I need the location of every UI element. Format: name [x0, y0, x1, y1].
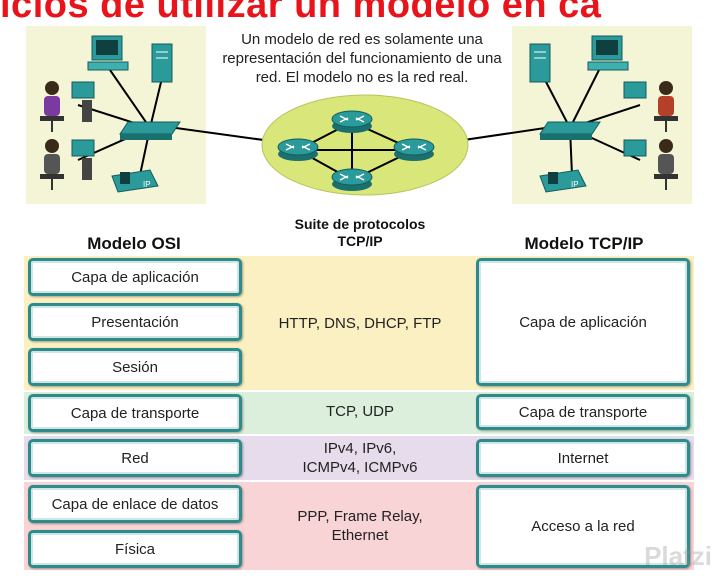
- cloud-shape: [261, 94, 469, 196]
- router-icon: [393, 138, 435, 161]
- computer-icon: [587, 35, 629, 71]
- ip-phone-icon: IP: [111, 169, 159, 193]
- network-protocols-line2: ICMPv4, ICMPv6: [302, 459, 418, 476]
- tcpip-suite-heading: Suite de protocolos TCP/IP: [246, 216, 474, 250]
- server-icon: [151, 43, 173, 83]
- computer-icon: [87, 35, 129, 71]
- tcpip-layer-internet: Internet: [476, 439, 690, 477]
- ip-phone-icon: IP: [539, 169, 587, 193]
- network-protocols: IPv4, IPv6, ICMPv4, ICMPv6: [246, 436, 474, 480]
- server-icon: [529, 43, 551, 83]
- svg-text:IP: IP: [143, 180, 151, 189]
- osi-layer-application: Capa de aplicación: [28, 258, 242, 296]
- suite-heading-line1: Suite de protocolos: [294, 216, 426, 232]
- svg-text:IP: IP: [571, 180, 579, 189]
- router-icon: [331, 168, 373, 191]
- link-protocols: PPP, Frame Relay, Ethernet: [246, 482, 474, 570]
- link-protocols-line1: PPP, Frame Relay,: [297, 508, 423, 525]
- platzi-watermark: Platzi: [644, 541, 712, 571]
- switch-icon: [539, 121, 601, 140]
- tcpip-model-heading: Modelo TCP/IP: [524, 234, 644, 253]
- page-title: icios de utilizar un modelo en ca: [0, 0, 602, 22]
- link-protocols-line2: Ethernet: [331, 527, 389, 544]
- user-workstation-icon: [623, 139, 678, 190]
- osi-layer-physical: Física: [28, 530, 242, 568]
- osi-layer-presentation: Presentación: [28, 303, 242, 341]
- tcpip-layer-network-access: Acceso a la red: [476, 485, 690, 568]
- tcpip-layer-application: Capa de aplicación: [476, 258, 690, 386]
- switch-icon: [119, 121, 181, 140]
- osi-layer-network: Red: [28, 439, 242, 477]
- suite-heading-line2: TCP/IP: [337, 233, 383, 249]
- user-workstation-icon: [623, 81, 678, 132]
- router-icon: [277, 138, 319, 161]
- osi-model-heading: Modelo OSI: [87, 234, 181, 253]
- network-protocols-line1: IPv4, IPv6,: [323, 440, 397, 457]
- router-icon: [331, 110, 373, 133]
- osi-layer-transport: Capa de transporte: [28, 394, 242, 432]
- transport-protocols: TCP, UDP: [325, 402, 395, 420]
- user-workstation-icon: [40, 81, 95, 132]
- osi-layer-data-link: Capa de enlace de datos: [28, 485, 242, 523]
- application-protocols: HTTP, DNS, DHCP, FTP: [278, 314, 442, 332]
- tcpip-layer-transport: Capa de transporte: [476, 394, 690, 430]
- osi-layer-session: Sesión: [28, 348, 242, 386]
- network-caption: Un modelo de red es solamente una repres…: [222, 31, 502, 86]
- network-illustration: IP IP: [26, 26, 692, 204]
- user-workstation-icon: [40, 139, 95, 190]
